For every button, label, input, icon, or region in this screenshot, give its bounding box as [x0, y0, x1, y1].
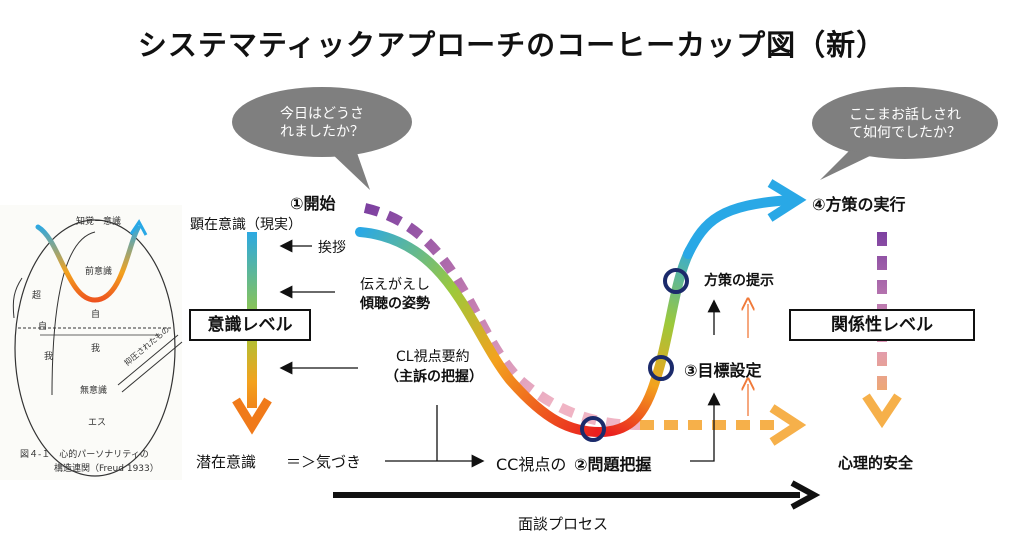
relationship-down-arrowhead: [862, 393, 902, 429]
action-arrowhead: [767, 179, 807, 222]
freud-id: エス: [88, 418, 107, 428]
label-proposal: 方策の提示: [704, 273, 774, 289]
label-process: 面談プロセス: [518, 515, 609, 533]
freud-caption-line2: 構造連関（Freud 1933）: [54, 464, 159, 474]
label-cl-summary: CL視点要約: [396, 349, 470, 365]
stage-start: ①開始: [290, 194, 336, 213]
marker-goal: [648, 355, 674, 381]
consciousness-down-arrowhead: [232, 397, 272, 435]
freud-ego-bottom: 我: [91, 344, 101, 354]
label-subconscious: 潜在意識: [196, 453, 257, 471]
freud-superego-2: 自: [38, 322, 48, 332]
label-greeting: 挨拶: [318, 240, 346, 256]
speech-bubble-left: [232, 87, 412, 190]
label-awareness: ＝＞気づき: [286, 453, 362, 471]
marker-proposal: [663, 268, 689, 294]
stage-problem-prefix: CC視点の: [496, 455, 567, 474]
freud-figure: [0, 205, 183, 480]
rising-process-curve: [595, 245, 695, 437]
diagram-title: システマティックアプローチのコーヒーカップ図（新）: [137, 28, 887, 62]
freud-superego-3: 我: [44, 352, 54, 362]
bubble-right-line2: て如何でしたか？: [849, 125, 961, 141]
label-reflect-line2: 傾聴の姿勢: [360, 296, 430, 312]
relationship-level-box: 関係性レベル: [789, 309, 975, 341]
label-main-complaint: （主訴の把握）: [385, 369, 483, 385]
marker-problem: [580, 416, 606, 442]
freud-top: 知覚－意識: [76, 217, 122, 227]
orange-dashed-arrowhead: [769, 404, 807, 446]
speech-bubble-right: [812, 87, 998, 180]
label-safety: 心理的安全: [838, 454, 914, 472]
arrow-problem-to-goal: [690, 392, 721, 462]
consciousness-level-box: 意識レベル: [189, 309, 311, 341]
stage-action: ④方策の実行: [812, 195, 906, 214]
action-curve: [683, 195, 795, 259]
label-conscious: 顕在意識（現実）: [190, 217, 302, 233]
process-arrowhead: [790, 480, 821, 510]
stage-goal: ③目標設定: [684, 361, 762, 380]
freud-superego-1: 超: [32, 291, 42, 301]
label-reflect-line1: 伝えがえし: [360, 277, 430, 293]
main-process-curve: [355, 227, 605, 437]
freud-caption-line1: 図４-１ 心的パーソナリティの: [20, 450, 149, 460]
bubble-right-line1: ここまお話しされ: [849, 107, 961, 123]
freud-ego-top: 自: [91, 310, 101, 320]
freud-unconscious: 無意識: [80, 386, 108, 396]
stage-problem: ②問題把握: [574, 455, 652, 474]
bubble-left-line2: れましたか？: [280, 124, 364, 140]
bubble-left-line1: 今日はどうさ: [280, 106, 364, 122]
freud-preconscious: 前意識: [85, 267, 113, 277]
